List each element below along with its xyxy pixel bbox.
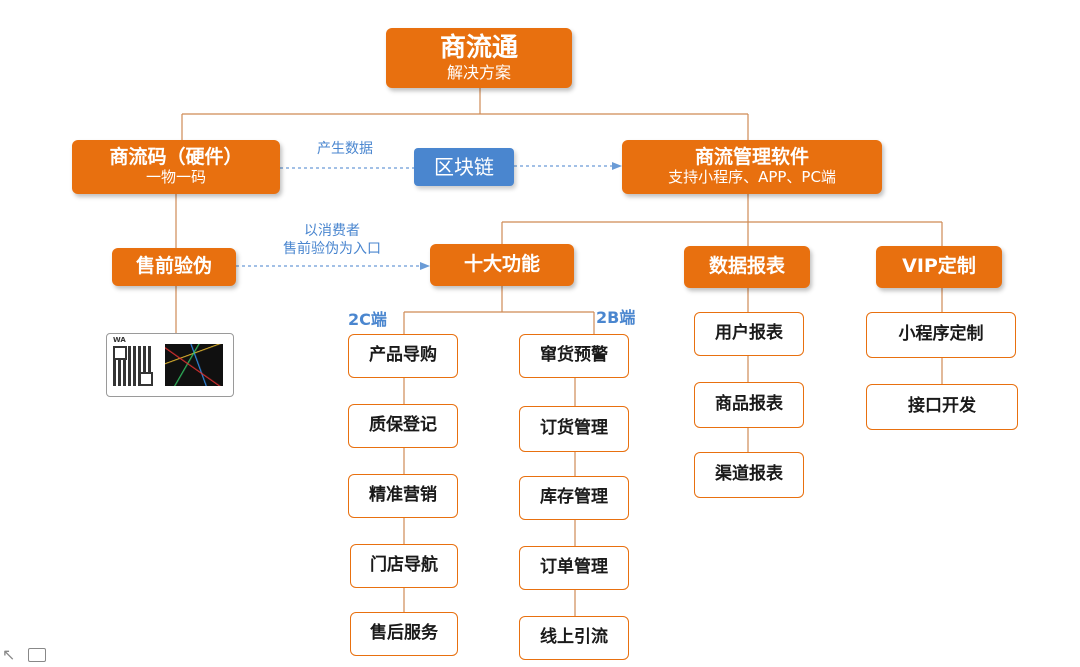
two-b-label: 2B端 xyxy=(596,308,636,327)
hardware-node: 商流码（硬件） 一物一码 xyxy=(72,140,280,194)
b-function-order-goods: 订货管理 xyxy=(519,406,629,452)
b-function-order-management: 订单管理 xyxy=(519,546,629,590)
software-node: 商流管理软件 支持小程序、APP、PC端 xyxy=(622,140,882,194)
c-function-product-guide: 产品导购 xyxy=(348,334,458,378)
root-node: 商流通 解决方案 xyxy=(386,28,572,88)
tag-logo: WA xyxy=(113,336,126,344)
hardware-subtitle: 一物一码 xyxy=(145,168,206,187)
ten-functions-node: 十大功能 xyxy=(430,244,574,286)
b-function-inventory: 库存管理 xyxy=(519,476,629,520)
consumer-entry-line1: 以消费者 xyxy=(304,223,360,239)
b-function-channel-alert: 窜货预警 xyxy=(519,334,629,378)
hardware-title: 商流码（硬件） xyxy=(109,146,243,169)
blockchain-label: 区块链 xyxy=(434,154,494,179)
c-function-after-sales: 售后服务 xyxy=(350,612,458,656)
scratch-pattern xyxy=(165,344,223,386)
presale-verification-node: 售前验伪 xyxy=(112,248,236,286)
software-subtitle: 支持小程序、APP、PC端 xyxy=(668,168,836,187)
generate-data-label: 产生数据 xyxy=(317,141,373,157)
b-function-online-traffic: 线上引流 xyxy=(519,616,629,660)
software-title: 商流管理软件 xyxy=(694,146,809,169)
report-products: 商品报表 xyxy=(694,382,804,428)
consumer-entry-label: 以消费者 售前验伪为入口 xyxy=(262,222,402,258)
consumer-entry-line2: 售前验伪为入口 xyxy=(283,241,381,258)
blockchain-node: 区块链 xyxy=(414,148,514,186)
vip-miniprogram-custom: 小程序定制 xyxy=(866,312,1016,358)
anti-counterfeit-tag-image: WA xyxy=(106,333,234,397)
qr-code-icon xyxy=(113,346,153,386)
data-reports-label: 数据报表 xyxy=(708,255,785,278)
root-subtitle: 解决方案 xyxy=(446,62,511,82)
root-title: 商流通 xyxy=(439,32,518,63)
report-users: 用户报表 xyxy=(694,312,804,356)
data-reports-node: 数据报表 xyxy=(684,246,810,288)
c-function-store-navigation: 门店导航 xyxy=(350,544,458,588)
pointer-icon: ↖ xyxy=(2,645,16,664)
vip-api-development: 接口开发 xyxy=(866,384,1018,430)
c-function-warranty-registration: 质保登记 xyxy=(348,404,458,448)
camera-icon[interactable] xyxy=(28,648,46,662)
c-function-precision-marketing: 精准营销 xyxy=(348,474,458,518)
vip-custom-node: VIP定制 xyxy=(876,246,1002,288)
report-channels: 渠道报表 xyxy=(694,452,804,498)
ten-functions-label: 十大功能 xyxy=(463,253,540,276)
two-c-label: 2C端 xyxy=(348,310,387,329)
presale-verification-label: 售前验伪 xyxy=(135,255,212,278)
vip-custom-label: VIP定制 xyxy=(902,255,976,278)
